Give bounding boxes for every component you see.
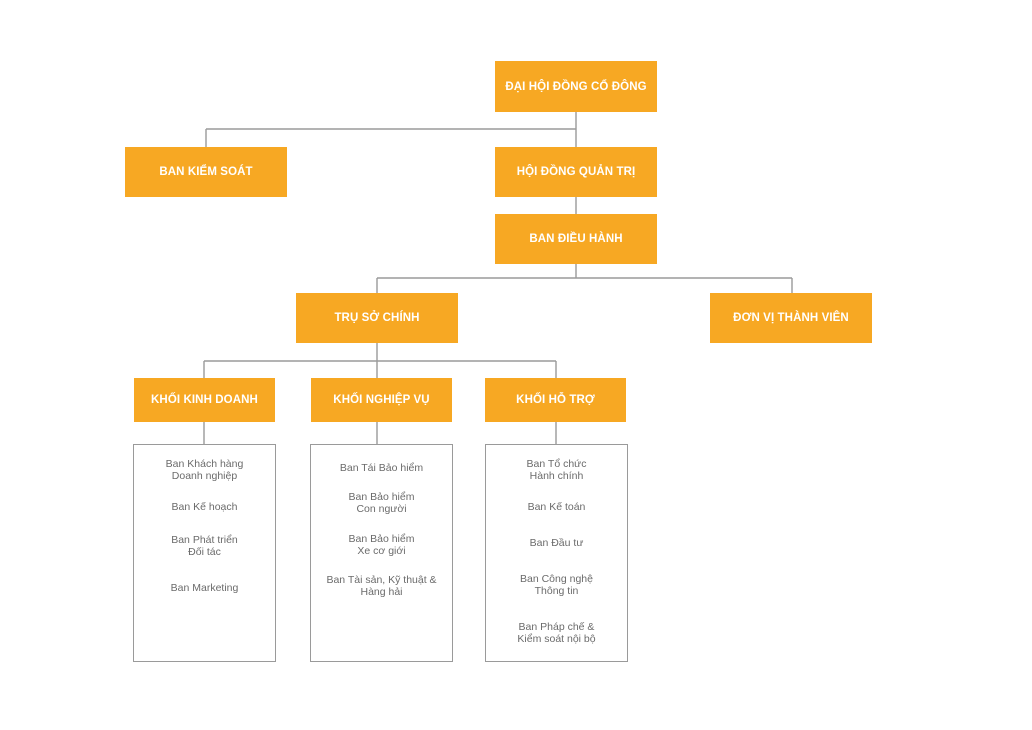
- node-dai-hoi-dong-co-dong: ĐẠI HỘI ĐỒNG CỔ ĐÔNG: [495, 61, 657, 112]
- list-item-line: Doanh nghiệp: [171, 470, 238, 482]
- node-ban-kiem-soat: BAN KIỂM SOÁT: [125, 147, 287, 197]
- list-item: Ban Pháp chế & Kiểm soát nội bộ: [486, 621, 627, 645]
- list-item: Ban Tổ chức Hành chính: [486, 458, 627, 482]
- list-item-line: Hành chính: [529, 470, 584, 482]
- node-don-vi-thanh-vien: ĐƠN VỊ THÀNH VIÊN: [710, 293, 872, 343]
- list-item-line: Kiểm soát nội bộ: [517, 633, 596, 645]
- list-khoi-kinh-doanh: Ban Khách hàng Doanh nghiệp Ban Kế hoạch…: [133, 444, 276, 662]
- list-item-line: Ban Pháp chế &: [518, 621, 595, 633]
- node-khoi-ho-tro: KHỐI HỖ TRỢ: [485, 378, 626, 422]
- list-item: Ban Công nghệ Thông tin: [486, 573, 627, 597]
- list-item-line: Ban Kế hoạch: [171, 501, 238, 513]
- list-item-line: Ban Tái Bảo hiểm: [339, 462, 424, 474]
- list-item: Ban Kế toán: [486, 501, 627, 513]
- list-item-line: Ban Bảo hiểm: [348, 491, 415, 503]
- list-item-line: Ban Phát triển: [171, 534, 238, 546]
- list-item: Ban Bảo hiểm Con người: [311, 491, 452, 515]
- list-item: Ban Kế hoạch: [134, 501, 275, 513]
- node-ban-dieu-hanh: BAN ĐIỀU HÀNH: [495, 214, 657, 264]
- list-item-line: Ban Đầu tư: [529, 537, 584, 549]
- list-item-line: Ban Công nghệ: [520, 573, 593, 585]
- list-item-line: Ban Tổ chức: [526, 458, 587, 470]
- list-item: Ban Tái Bảo hiểm: [311, 462, 452, 474]
- node-hoi-dong-quan-tri: HỘI ĐỒNG QUẢN TRỊ: [495, 147, 657, 197]
- list-item-line: Ban Kế toán: [527, 501, 586, 513]
- list-item: Ban Bảo hiểm Xe cơ giới: [311, 533, 452, 557]
- list-item: Ban Đầu tư: [486, 537, 627, 549]
- list-item-line: Con người: [356, 503, 407, 515]
- list-item-line: Đối tác: [188, 546, 221, 558]
- list-item: Ban Marketing: [134, 582, 275, 594]
- list-item-line: Ban Marketing: [170, 582, 239, 594]
- list-item-line: Xe cơ giới: [357, 545, 406, 557]
- list-item: Ban Khách hàng Doanh nghiệp: [134, 458, 275, 482]
- node-tru-so-chinh: TRỤ SỞ CHÍNH: [296, 293, 458, 343]
- list-item-line: Ban Khách hàng: [165, 458, 244, 470]
- node-khoi-nghiep-vu: KHỐI NGHIỆP VỤ: [311, 378, 452, 422]
- list-item: Ban Tài sản, Kỹ thuật & Hàng hải: [311, 574, 452, 598]
- list-item-line: Hàng hải: [360, 586, 403, 598]
- node-khoi-kinh-doanh: KHỐI KINH DOANH: [134, 378, 275, 422]
- list-item: Ban Phát triển Đối tác: [134, 534, 275, 558]
- list-item-line: Ban Bảo hiểm: [348, 533, 415, 545]
- list-khoi-nghiep-vu: Ban Tái Bảo hiểm Ban Bảo hiểm Con người …: [310, 444, 453, 662]
- list-item-line: Thông tin: [534, 585, 579, 597]
- list-item-line: Ban Tài sản, Kỹ thuật &: [326, 574, 437, 586]
- list-khoi-ho-tro: Ban Tổ chức Hành chính Ban Kế toán Ban Đ…: [485, 444, 628, 662]
